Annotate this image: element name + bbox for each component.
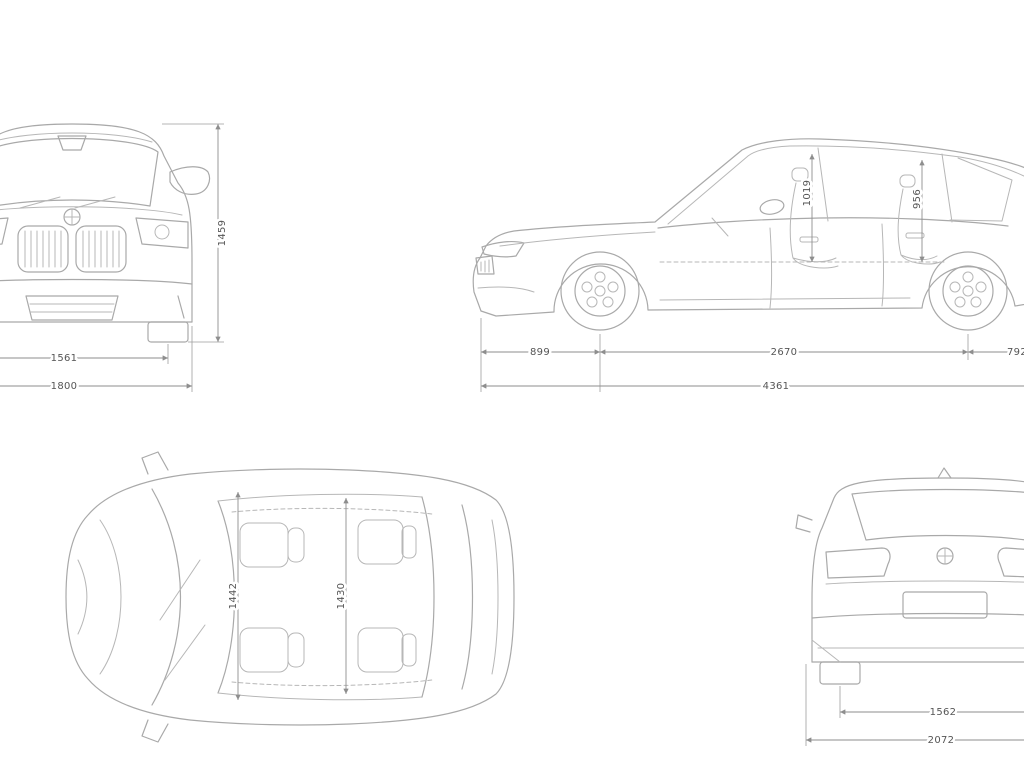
front-view-drawing bbox=[0, 123, 211, 343]
dim-wheelbase: 2670 bbox=[771, 347, 798, 358]
top-wipers bbox=[159, 559, 206, 681]
kidney-grille-left bbox=[17, 225, 69, 273]
dim-front-interior-height: 1019 bbox=[802, 180, 813, 207]
right-taillight-icon bbox=[997, 547, 1024, 578]
dim-front-interior-width: 1442 bbox=[228, 583, 239, 610]
dim-width-incl-mirrors: 2072 bbox=[928, 735, 955, 746]
lower-intake bbox=[25, 295, 119, 321]
dim-overall-width: 1800 bbox=[51, 381, 78, 392]
left-headlight-icon bbox=[0, 217, 9, 245]
license-plate-area bbox=[902, 591, 988, 619]
right-headlight-icon bbox=[135, 217, 189, 249]
dim-rear-interior-width: 1430 bbox=[336, 583, 347, 610]
front-wheel bbox=[560, 251, 640, 331]
rear-window bbox=[851, 488, 1024, 541]
dim-rear-overhang: 792 bbox=[1007, 347, 1024, 358]
dim-front-height: 1459 bbox=[217, 220, 228, 247]
rearview-mirror bbox=[57, 135, 87, 151]
top-mirror-left bbox=[141, 451, 169, 475]
interior-seats bbox=[659, 167, 946, 269]
windshield bbox=[0, 137, 159, 207]
rear-view-dimensions: 1562 2072 bbox=[805, 664, 1024, 749]
side-kidney-grille bbox=[475, 255, 495, 275]
kidney-grille-right bbox=[75, 225, 127, 273]
rear-view-left-mirror bbox=[795, 514, 813, 533]
side-view-dimensions: 1019 956 899 2670 792 4361 bbox=[480, 154, 1024, 395]
dim-front-track: 1561 bbox=[51, 353, 78, 364]
front-right-wheel bbox=[147, 321, 189, 343]
dim-overall-length: 4361 bbox=[763, 381, 790, 392]
top-view-dimensions: 1442 1430 bbox=[226, 492, 350, 700]
top-mirror-right bbox=[141, 719, 169, 743]
side-mirror bbox=[759, 199, 785, 215]
front-door-handle bbox=[799, 236, 819, 243]
rear-door-handle bbox=[905, 232, 925, 239]
antenna-fin bbox=[937, 467, 952, 479]
front-view-dimensions: 1459 1561 1800 bbox=[0, 123, 231, 395]
dim-front-overhang: 899 bbox=[530, 347, 550, 358]
wipers bbox=[19, 196, 116, 209]
dim-rear-track: 1562 bbox=[930, 707, 957, 718]
dim-rear-interior-height: 956 bbox=[912, 189, 923, 209]
right-side-mirror bbox=[169, 166, 211, 195]
rear-view-drawing bbox=[795, 467, 1024, 685]
top-view-drawing bbox=[65, 451, 515, 743]
rear-left-wheel bbox=[819, 661, 861, 685]
side-view-drawing bbox=[472, 138, 1024, 331]
top-seats bbox=[231, 507, 433, 687]
rear-wheel bbox=[928, 251, 1008, 331]
left-taillight-icon bbox=[825, 547, 891, 579]
side-headlight-icon bbox=[481, 241, 525, 258]
